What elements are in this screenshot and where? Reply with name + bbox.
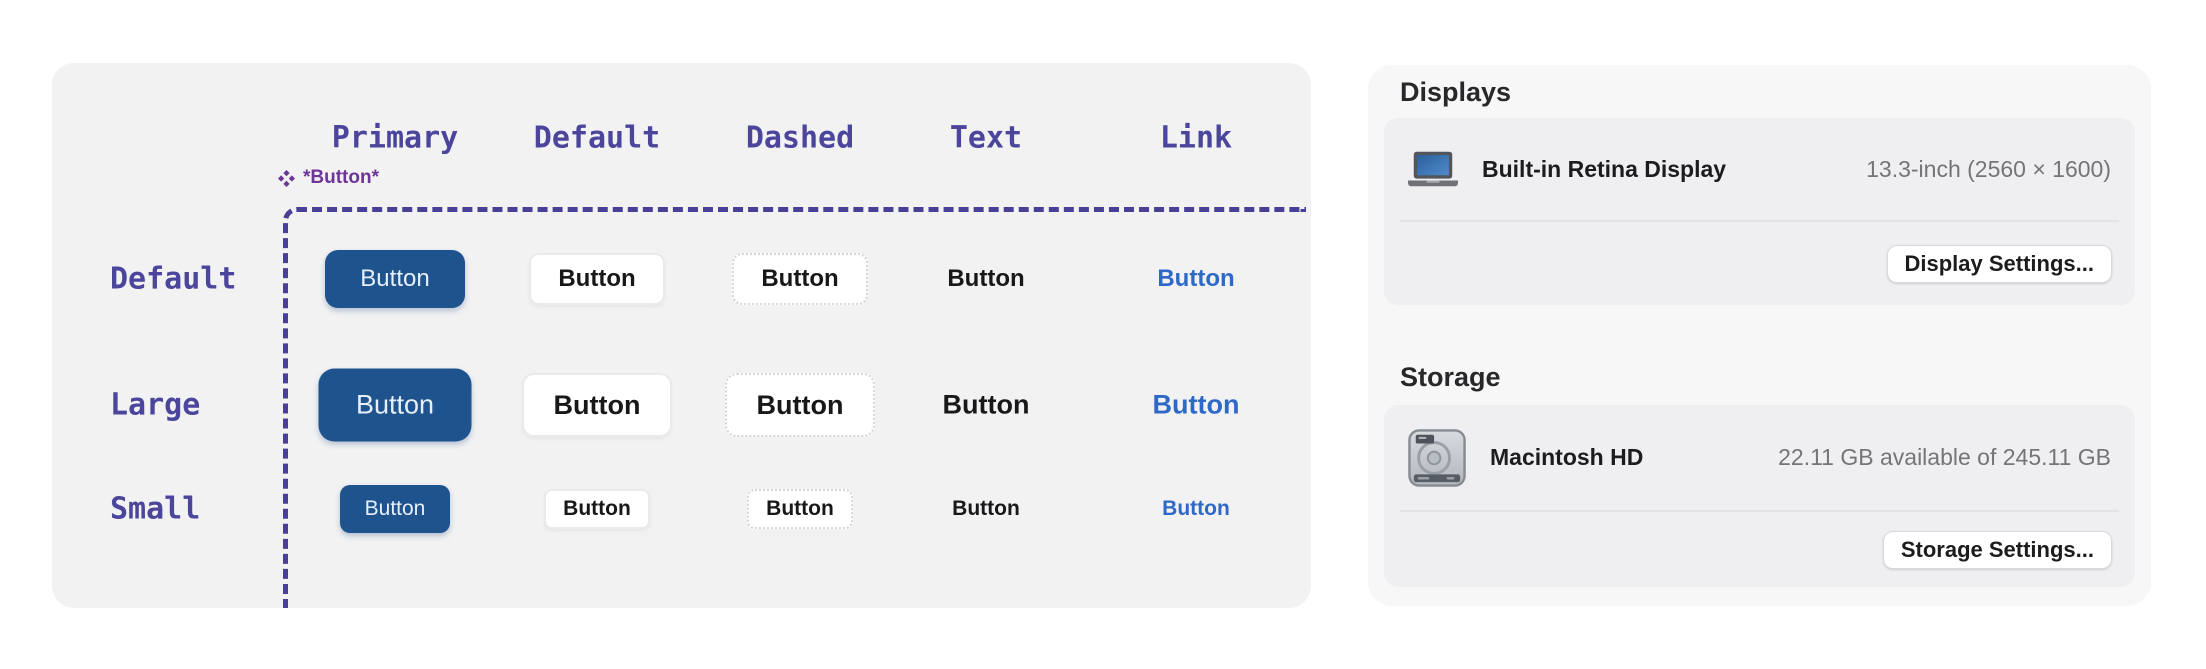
default-button-default[interactable]: Button — [529, 253, 665, 305]
display-settings-button[interactable]: Display Settings... — [1886, 244, 2112, 283]
figma-component-icon — [278, 169, 295, 187]
dashed-button-small[interactable]: Button — [747, 489, 853, 529]
row-label-default: Default — [110, 261, 237, 297]
storage-settings-button[interactable]: Storage Settings... — [1882, 530, 2112, 569]
display-device-info: 13.3-inch (2560 × 1600) — [1866, 155, 2111, 182]
text-button-default[interactable]: Button — [947, 265, 1025, 292]
displays-group: Built-in Retina Display 13.3-inch (2560 … — [1384, 118, 2135, 305]
storage-settings-row: Storage Settings... — [1384, 512, 2135, 587]
component-tag-label: *Button* — [303, 167, 379, 188]
column-header-link: Link — [1159, 120, 1233, 156]
component-selection-outline — [283, 207, 1306, 608]
link-button-default[interactable]: Button — [1157, 265, 1235, 292]
default-button-large[interactable]: Button — [522, 373, 672, 437]
button-design-system-panel: Primary Default Dashed Text Link *Button… — [52, 63, 1311, 608]
row-label-large: Large — [110, 387, 201, 423]
hard-drive-icon — [1408, 428, 1466, 487]
laptop-display-icon — [1408, 150, 1458, 188]
divider — [1400, 220, 2119, 222]
displays-section-title: Displays — [1400, 77, 1512, 107]
column-header-default: Default — [533, 120, 661, 156]
text-button-large[interactable]: Button — [942, 389, 1030, 420]
display-device-row: Built-in Retina Display 13.3-inch (2560 … — [1384, 118, 2135, 220]
storage-group: Macintosh HD 22.11 GB available of 245.1… — [1384, 405, 2135, 587]
display-settings-row: Display Settings... — [1384, 222, 2135, 305]
text-button-small[interactable]: Button — [952, 497, 1020, 520]
link-button-small[interactable]: Button — [1162, 497, 1230, 520]
storage-volume-name: Macintosh HD — [1490, 444, 1644, 470]
dashed-button-default[interactable]: Button — [732, 253, 868, 305]
primary-button-large[interactable]: Button — [318, 368, 472, 442]
default-button-small[interactable]: Button — [544, 489, 650, 529]
dashed-button-large[interactable]: Button — [725, 373, 875, 437]
column-header-primary: Primary — [331, 120, 459, 156]
storage-availability-info: 22.11 GB available of 245.11 GB — [1778, 444, 2111, 470]
column-header-dashed: Dashed — [745, 120, 855, 156]
divider — [1400, 510, 2119, 512]
primary-button-small[interactable]: Button — [340, 485, 450, 533]
link-button-large[interactable]: Button — [1152, 389, 1240, 420]
column-header-text: Text — [949, 120, 1023, 156]
display-device-name: Built-in Retina Display — [1482, 155, 1727, 182]
system-settings-panel: Displays Built-in Retina Displa — [1368, 65, 2151, 606]
storage-volume-row: Macintosh HD 22.11 GB available of 245.1… — [1384, 405, 2135, 510]
row-label-small: Small — [110, 491, 201, 527]
primary-button-default[interactable]: Button — [325, 250, 465, 308]
component-tag[interactable]: *Button* — [278, 167, 379, 189]
storage-section-title: Storage — [1400, 362, 1501, 392]
